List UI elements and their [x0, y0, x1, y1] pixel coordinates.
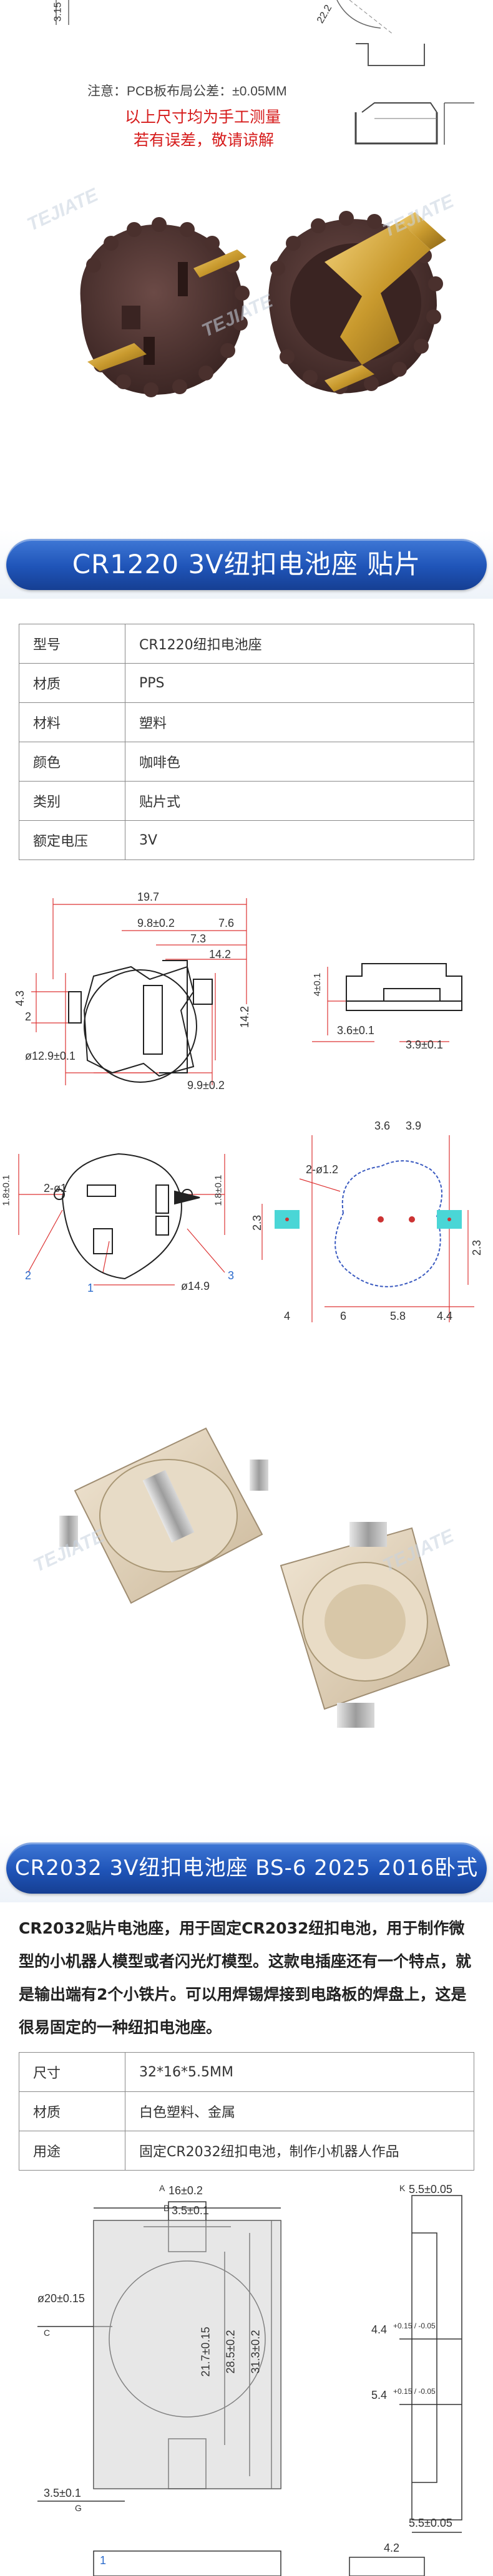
label-b: B: [164, 2203, 170, 2213]
section-2-description: CR2032贴片电池座，用于固定CR2032纽扣电池，用于制作微型的小机器人模型…: [19, 1919, 472, 2036]
label-g: G: [75, 2503, 82, 2513]
spec-key: 型号: [19, 624, 125, 664]
callout-1: 1: [100, 2554, 107, 2567]
top-drawing-area: 3.15 22.2 注意：PCB板布局公差：±0.05MM 以上尺寸均为手工测量…: [0, 0, 493, 518]
dim-9-8: 9.8±0.2: [137, 917, 175, 929]
warning-line-2: 若有误差，敬请谅解: [134, 132, 275, 149]
dim-4-4-tol: +0.15 / -0.05: [393, 2322, 436, 2330]
dim-14-2: 14.2: [238, 1005, 251, 1029]
spec-value: 咖啡色: [125, 742, 474, 782]
section-2-banner: CR2032 3V纽扣电池座 BS-6 2025 2016卧式: [0, 1834, 493, 1902]
dim-3-6-b: 3.6: [374, 1120, 391, 1132]
cr1220-product-photo: [80, 211, 446, 397]
spec-value: 塑料: [125, 702, 474, 742]
dim-4-4: 4.4: [437, 1310, 453, 1322]
tolerance-note: 注意：PCB板布局公差：±0.05MM: [87, 84, 287, 99]
table-row: 材质白色塑料、金属: [19, 2091, 474, 2131]
spec-key: 类别: [19, 781, 125, 821]
section-2-drawing: A 16±0.2 B 3.5±0.1 ø20±0.15 C 21.7±0.15 …: [0, 2183, 493, 2576]
dim-16: 16±0.2: [168, 2184, 203, 2197]
dim-4-3: 4.3: [14, 990, 27, 1007]
dim-3-6: 3.6±0.1: [337, 1024, 374, 1037]
callout-3: 3: [228, 1269, 235, 1282]
dim-2-3: 2.3: [251, 1214, 264, 1231]
dim-label-left: 3.15: [52, 2, 64, 22]
dim-6: 6: [340, 1310, 347, 1322]
dim-19-7: 19.7: [137, 891, 160, 903]
spec-value: 固定CR2032纽扣电池，制作小机器人作品: [125, 2131, 474, 2171]
section-1-title-pill: CR1220 3V纽扣电池座 贴片: [6, 539, 487, 590]
callout-2: 2: [25, 1269, 32, 1282]
dim-4-0: 4±0.1: [312, 972, 323, 997]
dim-5-4: 5.4: [371, 2389, 388, 2401]
spec-key: 用途: [19, 2131, 125, 2171]
spec-key: 材料: [19, 702, 125, 742]
dim-5-5: 5.5±0.05: [409, 2183, 452, 2196]
dim-1-4: 14.2: [209, 948, 232, 961]
dim-5-8: 5.8: [390, 1310, 406, 1322]
dim-2: 2: [25, 1010, 32, 1023]
dim-1-8-a: 1.8±0.1: [1, 1174, 12, 1206]
table-row: 材料塑料: [19, 702, 474, 742]
spec-key: 材质: [19, 663, 125, 703]
dim-28-5: 28.5±0.2: [224, 2330, 237, 2374]
spec-value: CR1220纽扣电池座: [125, 624, 474, 664]
section-2-title: CR2032 3V纽扣电池座 BS-6 2025 2016卧式: [14, 1856, 479, 1881]
table-row: 颜色咖啡色: [19, 742, 474, 782]
dim-3-5-b: 3.5±0.1: [44, 2487, 81, 2499]
table-row: 用途固定CR2032纽扣电池，制作小机器人作品: [19, 2131, 474, 2171]
section-2-title-pill: CR2032 3V纽扣电池座 BS-6 2025 2016卧式: [6, 1842, 487, 1894]
dim-3-5: 3.5±0.1: [172, 2204, 209, 2217]
dim-1-8-b: 1.8±0.1: [213, 1174, 224, 1206]
label-k: K: [399, 2183, 406, 2193]
callout-1: 1: [87, 1282, 94, 1294]
spec-value: 贴片式: [125, 781, 474, 821]
dim-7-6: 7.6: [218, 917, 235, 929]
dim-20-dia: ø20±0.15: [37, 2292, 85, 2305]
dim-2-1: 2-ø1: [44, 1182, 67, 1194]
label-c: C: [44, 2328, 51, 2338]
section-1-drawing-2: 3.6 3.9 2-ø1.2 2.3 2.3 4 6 5.8 4.4 1.8±0…: [0, 1116, 493, 1378]
spec-key: 颜色: [19, 742, 125, 782]
label-a: A: [159, 2183, 165, 2193]
spec-value: 3V: [125, 820, 474, 860]
dim-3-9-b: 3.9: [406, 1120, 422, 1132]
spec-key: 材质: [19, 2091, 125, 2131]
section-1-title: CR1220 3V纽扣电池座 贴片: [72, 549, 421, 579]
dim-3-9: 3.9±0.1: [406, 1039, 443, 1051]
dim-9-9: 9.9±0.2: [187, 1079, 225, 1092]
spec-value: 白色塑料、金属: [125, 2091, 474, 2131]
dim-4: 4: [284, 1310, 291, 1322]
dim-7-3: 7.3: [190, 932, 207, 945]
spec-value: PPS: [125, 663, 474, 703]
dim-5-4-tol: +0.15 / -0.05: [393, 2387, 436, 2396]
table-row: 类别贴片式: [19, 781, 474, 821]
section-1-banner: CR1220 3V纽扣电池座 贴片: [0, 530, 493, 599]
dim-14-9-dia: ø14.9: [181, 1280, 210, 1292]
dim-2-hole: 2-ø1.2: [306, 1163, 339, 1176]
section-1-drawing-1: 19.7 9.8±0.2 7.6 7.3 14.2 14.2 4.3 2 ø12…: [0, 886, 493, 1123]
spec-key: 尺寸: [19, 2052, 125, 2092]
dim-4-4: 4.4: [371, 2323, 388, 2336]
dim-4-2: 4.2: [384, 2542, 400, 2554]
spec-key: 额定电压: [19, 820, 125, 860]
dim-2-3-b: 2.3: [471, 1239, 484, 1256]
dim-31-3: 31.3±0.2: [249, 2330, 262, 2374]
spec-value: 32*16*5.5MM: [125, 2052, 474, 2092]
dim-12-9-dia: ø12.9±0.1: [25, 1050, 76, 1062]
dim-21-7: 21.7±0.15: [199, 2327, 212, 2377]
dim-5-5-b: 5.5±0.05: [409, 2517, 452, 2529]
cr2032-product-photo: [0, 1378, 493, 1828]
top-dimension-drawing: [56, 0, 474, 145]
warning-line-1: 以上尺寸均为手工测量: [125, 109, 281, 126]
